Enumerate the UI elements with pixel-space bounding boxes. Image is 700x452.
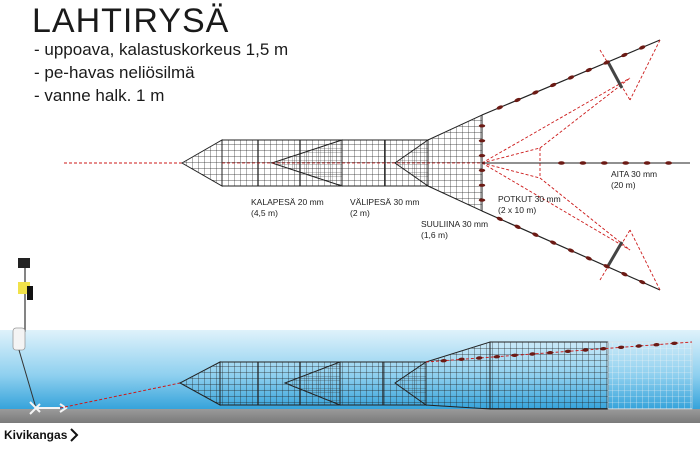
float-marker — [511, 353, 518, 358]
float-marker — [567, 248, 575, 253]
float-marker — [478, 168, 486, 172]
label-aita: AITA 30 mm (20 m) — [611, 169, 657, 191]
label-kalapesa-name: KALAPESÄ 20 mm — [251, 197, 324, 207]
float-marker — [478, 154, 486, 158]
label-potkut-size: (2 x 10 m) — [498, 205, 537, 215]
label-valipesa-size: (2 m) — [350, 208, 370, 218]
anchor-icon — [29, 401, 68, 415]
float-marker — [550, 240, 557, 245]
label-suuliina-size: (1,6 m) — [421, 230, 448, 240]
spec-line-2: - pe-havas neliösilmä — [34, 63, 195, 82]
float-marker — [558, 161, 565, 165]
seabed — [0, 409, 700, 423]
side-view — [0, 258, 700, 423]
spec-line-3: - vanne halk. 1 m — [34, 86, 165, 105]
float-marker — [639, 279, 646, 285]
float-marker — [476, 356, 483, 360]
side-aita — [607, 341, 693, 410]
float-marker — [603, 60, 610, 65]
label-kalapesa-size: (4,5 m) — [251, 208, 278, 218]
float-marker — [617, 345, 625, 350]
float-marker — [635, 344, 642, 348]
label-potkut: POTKUT 30 mm (2 x 10 m) — [498, 194, 561, 216]
float-marker — [671, 341, 678, 346]
float-marker — [600, 346, 607, 351]
float-marker — [493, 354, 501, 359]
float-marker — [478, 139, 486, 143]
buoy-float — [12, 327, 26, 351]
brand-name: Kivikangas — [4, 428, 68, 442]
buoy-flag — [18, 258, 30, 268]
float-marker — [622, 161, 630, 165]
label-suuliina: SUULIINA 30 mm (1,6 m) — [421, 219, 488, 241]
label-aita-name: AITA 30 mm — [611, 169, 658, 179]
float-marker — [621, 52, 628, 58]
float-marker — [496, 105, 504, 110]
float-marker — [603, 264, 610, 269]
float-marker — [585, 256, 592, 261]
float-marker — [458, 357, 465, 362]
float-marker — [546, 350, 554, 355]
label-aita-size: (20 m) — [611, 180, 636, 190]
float-marker — [600, 161, 608, 165]
float-marker — [529, 352, 536, 356]
spec-line-1: - uppoava, kalastuskorkeus 1,5 m — [34, 40, 289, 59]
float-marker — [564, 349, 572, 354]
side-potkut — [489, 341, 609, 410]
float-marker — [532, 90, 539, 95]
float-marker — [478, 183, 486, 187]
float-markers — [478, 45, 672, 285]
float-marker — [653, 342, 660, 347]
chevron-right-icon — [70, 428, 79, 442]
float-marker — [532, 232, 539, 237]
float-marker — [638, 45, 646, 50]
brand-logo: Kivikangas — [4, 428, 79, 442]
float-marker — [478, 198, 486, 202]
float-marker — [643, 161, 651, 165]
float-marker — [496, 216, 503, 222]
float-marker — [440, 358, 447, 363]
net-cone-tip — [180, 139, 223, 187]
float-marker — [478, 124, 486, 128]
float-marker — [514, 97, 521, 103]
float-marker — [665, 161, 672, 165]
float-marker — [514, 224, 521, 229]
label-valipesa: VÄLIPESÄ 30 mm (2 m) — [350, 197, 419, 219]
label-kalapesa: KALAPESÄ 20 mm (4,5 m) — [251, 197, 324, 219]
side-float-markers — [440, 341, 678, 363]
page-title: LAHTIRYSÄ — [32, 2, 230, 40]
label-valipesa-name: VÄLIPESÄ 30 mm — [350, 197, 420, 207]
float-marker — [579, 161, 587, 165]
label-potkut-name: POTKUT 30 mm — [498, 194, 561, 204]
float-marker — [567, 75, 575, 80]
float-marker — [549, 82, 557, 88]
float-marker — [582, 348, 589, 352]
float-marker — [585, 67, 593, 73]
label-suuliina-name: SUULIINA 30 mm — [421, 219, 489, 229]
top-view — [64, 39, 690, 291]
float-marker — [621, 272, 628, 277]
